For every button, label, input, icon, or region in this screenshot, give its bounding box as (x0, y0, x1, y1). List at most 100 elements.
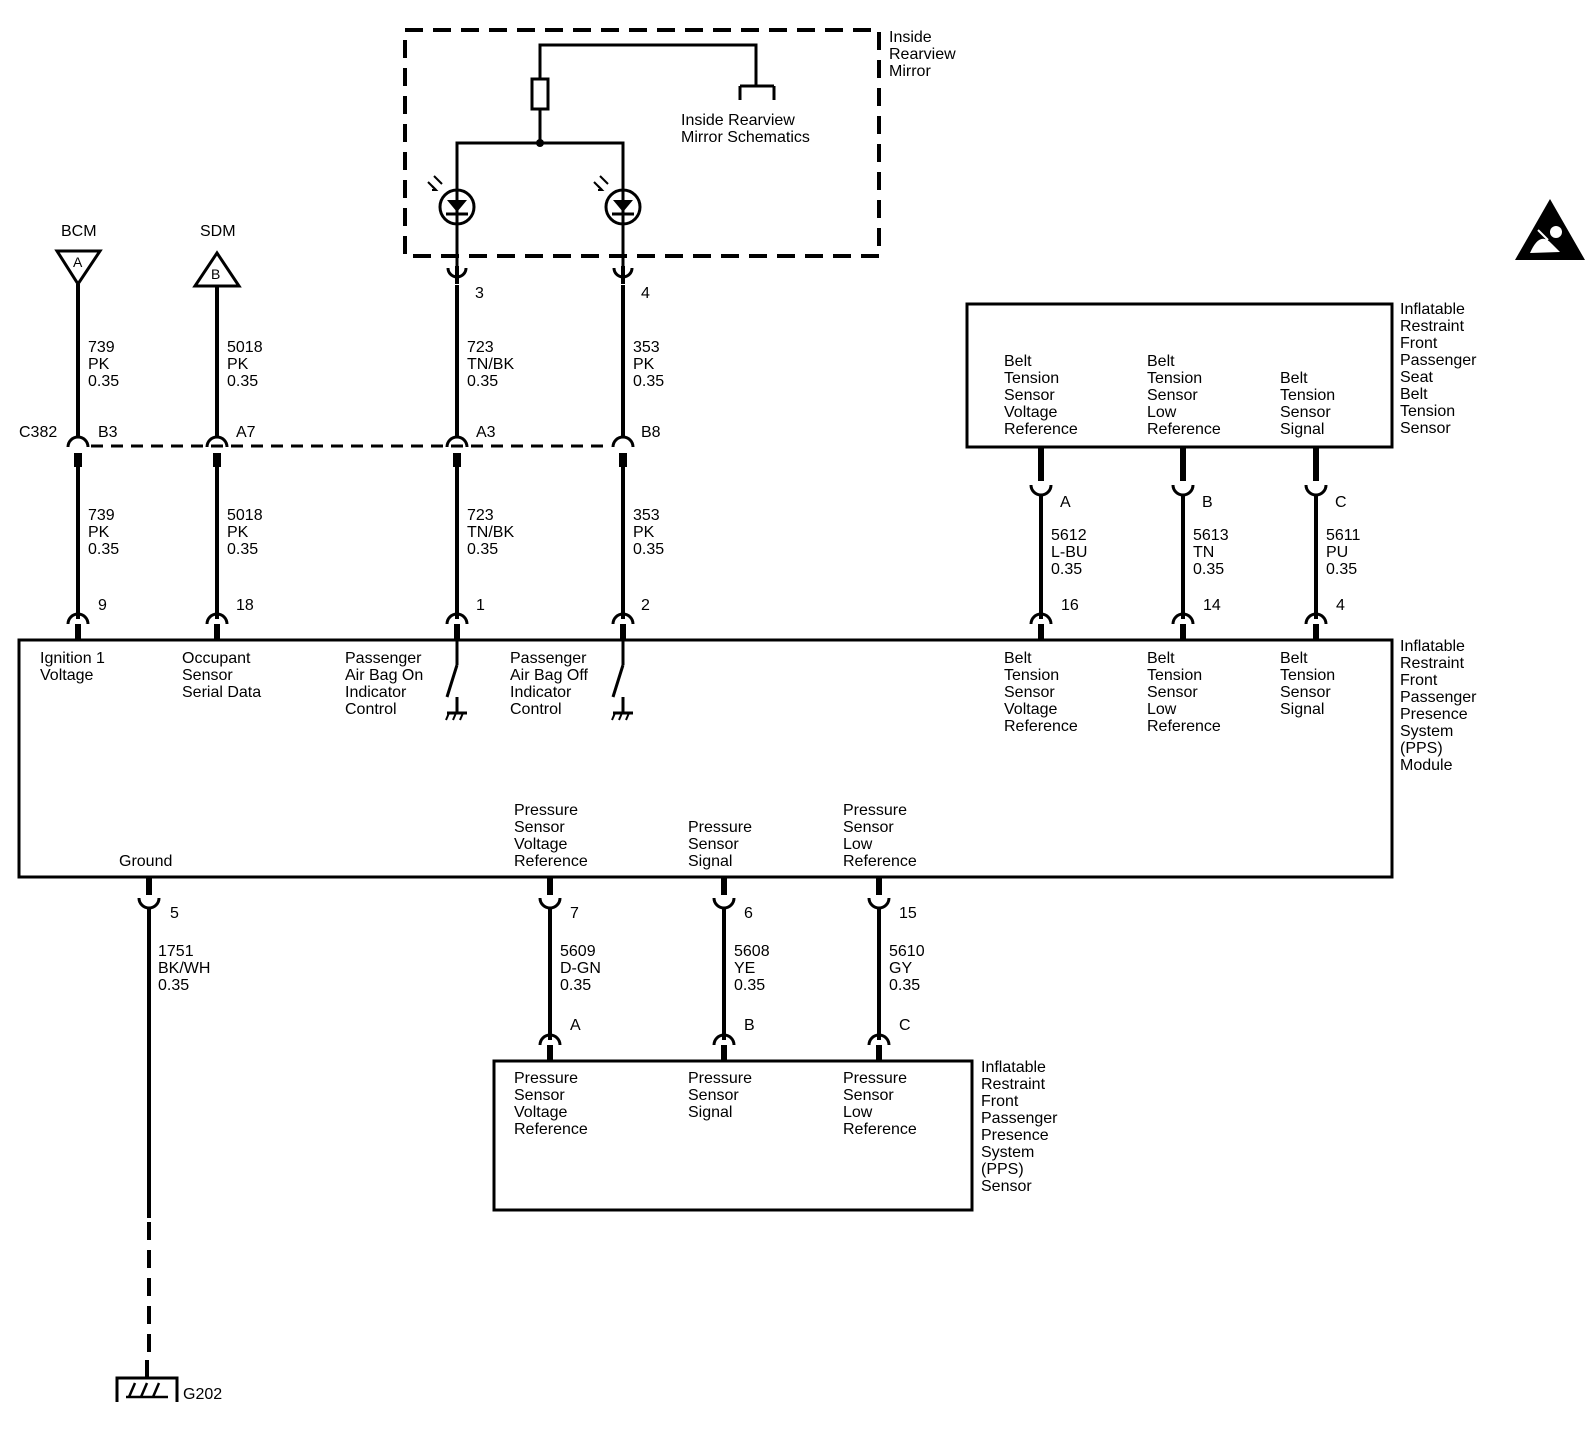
pressure-c-label-4: Reference (843, 1121, 917, 1138)
wire-353-upper-size: 0.35 (633, 373, 664, 390)
wire-5609-color: D-GN (560, 960, 601, 977)
belt-b-label-2: Tension (1147, 370, 1202, 387)
module-press-a-label-3: Voltage (514, 836, 567, 853)
pressure-name-8: Sensor (981, 1178, 1032, 1195)
module-press-a-label-1: Pressure (514, 802, 578, 819)
belt-a-label-1: Belt (1004, 353, 1032, 370)
module-belt-b-label-5: Reference (1147, 718, 1221, 735)
airbag-off-label-1: Passenger (510, 650, 587, 667)
switch-off-icon (611, 640, 633, 721)
pressure-b-label-3: Signal (688, 1104, 732, 1121)
module-belt-b-label-1: Belt (1147, 650, 1175, 667)
wire-353-upper-circuit: 353 (633, 339, 660, 356)
wire-739-upper-circuit: 739 (88, 339, 115, 356)
module-belt-c-label-3: Sensor (1280, 684, 1331, 701)
mirror-name-line-1: Inside (889, 29, 932, 46)
pressure-pin-a: A (570, 1017, 581, 1034)
wire-5608-color: YE (734, 960, 755, 977)
led-icon (593, 175, 642, 226)
belt-c-label-3: Sensor (1280, 404, 1331, 421)
wire-5018-upper-circuit: 5018 (227, 339, 263, 356)
module-belt-c-label-1: Belt (1280, 650, 1308, 667)
ignition-label-1: Ignition 1 (40, 650, 105, 667)
wire-5610-circuit: 5610 (889, 943, 925, 960)
wire-353-upper-color: PK (633, 356, 655, 373)
bcm-label: BCM (61, 223, 97, 240)
module-pin-1: 1 (476, 597, 485, 614)
pressure-a-label-3: Voltage (514, 1104, 567, 1121)
pressure-a-label-2: Sensor (514, 1087, 565, 1104)
module-belt-c-label-2: Tension (1280, 667, 1335, 684)
lower-wires: 739 PK 0.35 5018 PK 0.35 723 TN/BK 0.35 … (66, 467, 664, 640)
belt-sensor-name-5: Seat (1400, 369, 1433, 386)
pressure-c-label-3: Low (843, 1104, 873, 1121)
wire-5612-color: L-BU (1051, 544, 1087, 561)
resistor-icon (530, 77, 550, 111)
airbag-off-label-4: Control (510, 701, 562, 718)
sdm-label: SDM (200, 223, 236, 240)
upper-wires: 3 4 739 PK 0.35 5018 PK 0.35 723 TN/BK 0… (76, 266, 664, 437)
module-press-b-label-1: Pressure (688, 819, 752, 836)
belt-pin-a: A (1060, 494, 1071, 511)
airbag-warning-icon (1515, 199, 1585, 260)
module-pin-5: 5 (170, 905, 179, 922)
wire-5611-size: 0.35 (1326, 561, 1357, 578)
belt-sensor-name-8: Sensor (1400, 420, 1451, 437)
c382-pin-a7: A7 (236, 424, 256, 441)
module-pin-4: 4 (1336, 597, 1345, 614)
module-ground-label: Ground (119, 853, 172, 870)
airbag-on-label-4: Control (345, 701, 397, 718)
wire-739-upper-color: PK (88, 356, 110, 373)
pressure-name-7: (PPS) (981, 1161, 1024, 1178)
wire-739-upper-size: 0.35 (88, 373, 119, 390)
pressure-b-label-1: Pressure (688, 1070, 752, 1087)
wire-739-lower-circuit: 739 (88, 507, 115, 524)
pressure-name-5: Presence (981, 1127, 1049, 1144)
belt-sensor-name-2: Restraint (1400, 318, 1465, 335)
wire-5018-upper-color: PK (227, 356, 249, 373)
wire-5018-upper-size: 0.35 (227, 373, 258, 390)
pressure-pin-b: B (744, 1017, 755, 1034)
seat-belt-tension-sensor: Inflatable Restraint Front Passenger Sea… (965, 301, 1477, 640)
belt-sensor-name-4: Passenger (1400, 352, 1477, 369)
module-pin-9: 9 (98, 597, 107, 614)
wire-1751-size: 0.35 (158, 977, 189, 994)
pressure-c-label-2: Sensor (843, 1087, 894, 1104)
led-icon (427, 175, 476, 226)
module-press-b-label-2: Sensor (688, 836, 739, 853)
belt-sensor-name-3: Front (1400, 335, 1438, 352)
mirror-pin-4: 4 (641, 285, 650, 302)
wire-5613-size: 0.35 (1193, 561, 1224, 578)
belt-sensor-name-1: Inflatable (1400, 301, 1465, 318)
mirror-pin-3: 3 (475, 285, 484, 302)
wire-739-lower-size: 0.35 (88, 541, 119, 558)
module-press-a-label-2: Sensor (514, 819, 565, 836)
bottom-wires: 5 7 6 15 1751 BK/WH 0.35 5609 D-GN 0.35 … (137, 877, 925, 1360)
bcm-letter: A (73, 254, 83, 270)
module-pin-7: 7 (570, 905, 579, 922)
wire-5612-circuit: 5612 (1051, 527, 1087, 544)
wire-723-lower-size: 0.35 (467, 541, 498, 558)
ground-point-label: G202 (183, 1386, 222, 1403)
pressure-a-label-4: Reference (514, 1121, 588, 1138)
module-name-1: Inflatable (1400, 638, 1465, 655)
module-pin-2: 2 (641, 597, 650, 614)
module-name-5: Presence (1400, 706, 1468, 723)
wire-723-upper-color: TN/BK (467, 356, 514, 373)
module-name-7: (PPS) (1400, 740, 1443, 757)
belt-b-label-3: Sensor (1147, 387, 1198, 404)
module-belt-a-label-1: Belt (1004, 650, 1032, 667)
pressure-name-1: Inflatable (981, 1059, 1046, 1076)
module-press-b-label-3: Signal (688, 853, 732, 870)
pressure-name-3: Front (981, 1093, 1019, 1110)
module-name-3: Front (1400, 672, 1438, 689)
belt-a-label-2: Tension (1004, 370, 1059, 387)
module-pin-6: 6 (744, 905, 753, 922)
sdm-letter: B (211, 266, 220, 282)
belt-a-label-5: Reference (1004, 421, 1078, 438)
connector-c382: C382 B3 A7 A3 B8 (19, 424, 661, 467)
mirror-name-line-2: Rearview (889, 46, 956, 63)
bcm-reference: BCM A (54, 223, 103, 287)
belt-c-label-2: Tension (1280, 387, 1335, 404)
pps-pressure-sensor: Inflatable Restraint Front Passenger Pre… (492, 1059, 1058, 1212)
